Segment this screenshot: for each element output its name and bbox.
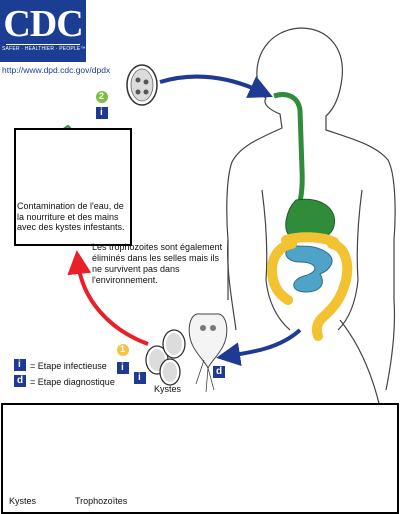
infective-marker-top — [96, 107, 108, 119]
infective-marker-top-label: i — [100, 107, 103, 118]
contamination-caption: Contamination de l'eau, de la nourriture… — [17, 201, 125, 232]
logo-divider — [6, 44, 80, 45]
arrow-intestine-to-cysts — [216, 328, 302, 367]
legend-diagnostic-marker-label: d — [17, 375, 24, 386]
infective-marker-cysts — [134, 372, 146, 384]
cdc-logo[interactable]: CDC SAFER · HEALTHIER · PEOPLE™ — [0, 0, 86, 62]
dpdx-url-link[interactable]: http://www.dpd.cdc.gov/dpdx — [2, 65, 111, 75]
step-2-badge — [96, 91, 108, 103]
cdc-logo-text: CDC — [3, 3, 83, 45]
large-intestine — [266, 239, 353, 341]
esophagus — [273, 92, 305, 216]
cysts-label-top: Kystes — [154, 384, 182, 394]
cdc-logo-tagline: SAFER · HEALTHIER · PEOPLE™ — [2, 46, 86, 52]
step-1-badge — [117, 344, 129, 356]
infective-marker-mid-label: i — [121, 362, 124, 373]
intestinal-stages-box — [1, 403, 399, 514]
infective-marker-cysts-label: i — [138, 372, 141, 383]
arrow-cyst-to-mouth — [159, 74, 273, 98]
small-intestine — [285, 245, 333, 293]
step-2-label: 2 — [99, 91, 105, 101]
arrow-environment-to-contamination — [67, 250, 149, 346]
legend-infective-text: = Etape infectieuse — [30, 361, 107, 371]
contamination-box — [14, 128, 132, 246]
legend-diagnostic-text: = Etape diagnostique — [30, 377, 115, 387]
legend-diagnostic-marker — [14, 375, 26, 387]
human-body-outline — [226, 27, 396, 514]
excreted-cysts-cluster — [145, 313, 228, 393]
trophozoite-note: Les trophozoites sont également éliminés… — [92, 242, 223, 285]
diagnostic-marker-cysts-label: d — [216, 366, 223, 377]
infective-cyst-illustration — [126, 64, 158, 106]
infective-marker-mid — [117, 362, 129, 374]
legend-infective-marker-label: i — [18, 359, 21, 370]
trophozoites-label-bottom: Trophozoïtes — [75, 496, 128, 506]
step-1-label: 1 — [120, 344, 126, 354]
diagnostic-marker-cysts — [213, 366, 225, 378]
cysts-label-bottom: Kystes — [9, 496, 37, 506]
legend-infective-marker — [14, 359, 26, 371]
